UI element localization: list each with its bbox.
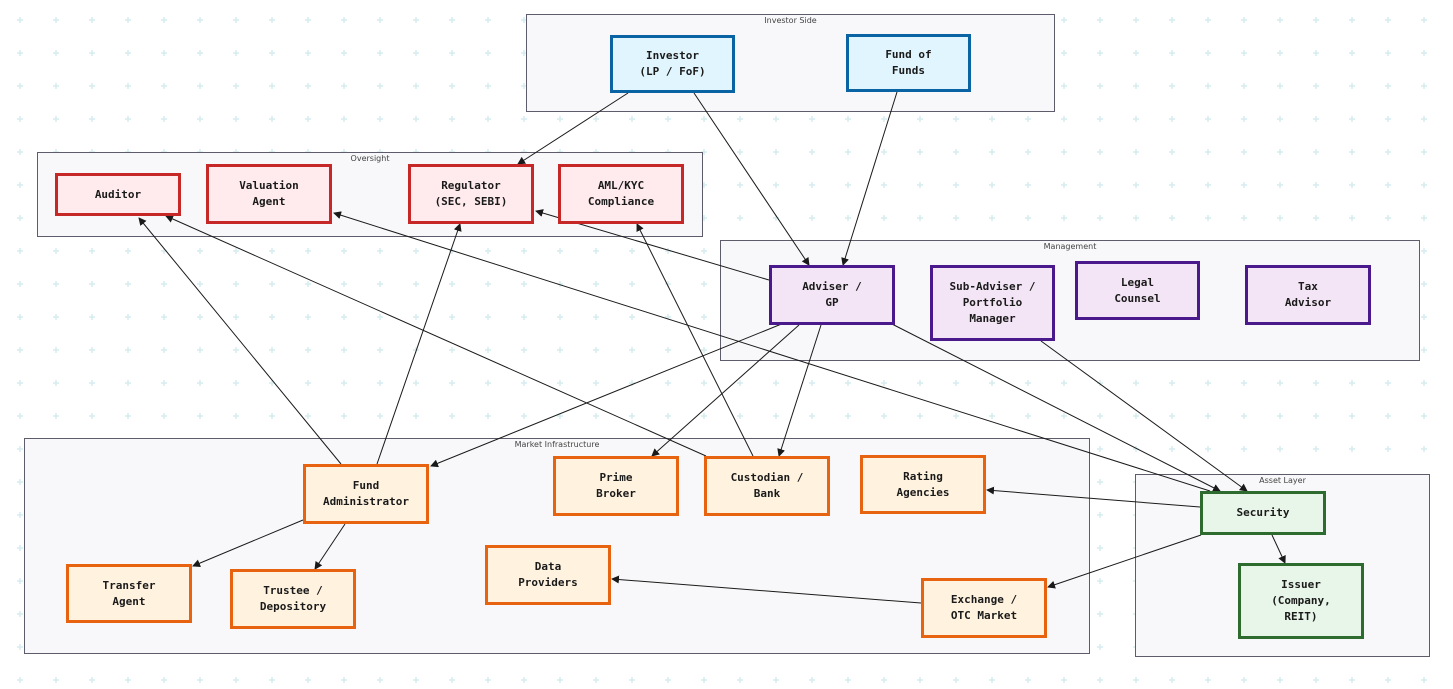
node-trustee-depository[interactable]: Trustee / Depository [230, 569, 356, 629]
node-exchange-otc[interactable]: Exchange / OTC Market [921, 578, 1047, 638]
group-title-management: Management [1043, 242, 1097, 251]
node-fund-of-funds[interactable]: Fund of Funds [846, 34, 971, 92]
group-title-asset-layer: Asset Layer [1259, 476, 1306, 485]
group-title-market-infrastructure: Market Infrastructure [514, 440, 600, 449]
node-fund-administrator[interactable]: Fund Administrator [303, 464, 429, 524]
node-valuation-agent[interactable]: Valuation Agent [206, 164, 332, 224]
group-title-oversight: Oversight [350, 154, 390, 163]
node-issuer[interactable]: Issuer (Company, REIT) [1238, 563, 1364, 639]
node-transfer-agent[interactable]: Transfer Agent [66, 564, 192, 623]
node-rating-agencies[interactable]: Rating Agencies [860, 455, 986, 514]
node-sub-adviser[interactable]: Sub-Adviser / Portfolio Manager [930, 265, 1055, 341]
node-auditor[interactable]: Auditor [55, 173, 181, 216]
edge-fund-administrator-to-regulator [376, 223, 462, 465]
node-prime-broker[interactable]: Prime Broker [553, 456, 679, 516]
node-investor[interactable]: Investor (LP / FoF) [610, 35, 735, 93]
node-aml-kyc[interactable]: AML/KYC Compliance [558, 164, 684, 224]
edge-fund-administrator-to-auditor [138, 217, 342, 465]
node-data-providers[interactable]: Data Providers [485, 545, 611, 605]
node-custodian-bank[interactable]: Custodian / Bank [704, 456, 830, 516]
node-adviser-gp[interactable]: Adviser / GP [769, 265, 895, 325]
node-tax-advisor[interactable]: Tax Advisor [1245, 265, 1371, 325]
group-investor-side: Investor Side [526, 14, 1055, 112]
edge-custodian-bank-to-auditor [165, 215, 707, 457]
group-title-investor-side: Investor Side [764, 16, 817, 25]
node-security[interactable]: Security [1200, 491, 1326, 535]
node-regulator[interactable]: Regulator (SEC, SEBI) [408, 164, 534, 224]
node-legal-counsel[interactable]: Legal Counsel [1075, 261, 1200, 320]
